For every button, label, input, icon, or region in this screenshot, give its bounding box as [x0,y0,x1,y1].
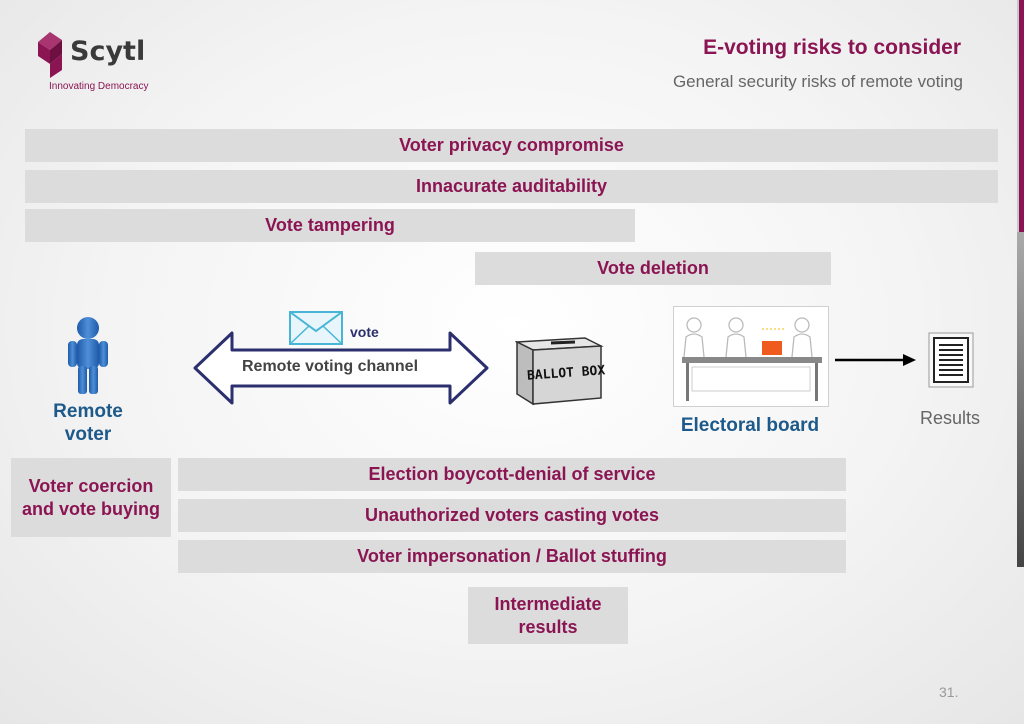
voting-channel-arrow [193,331,489,405]
results-document-icon [928,332,974,388]
envelope-label: vote [350,324,379,340]
results-label: Results [920,408,981,428]
ballot-box-icon [515,337,604,406]
remote-voter-label: Remote voter [53,401,123,445]
page-subtitle: General security risks of remote voting [672,72,963,91]
risk-vote-deletion: Vote deletion [475,252,831,285]
page-title: E-voting risks to consider [703,36,961,59]
scytl-logo-icon [38,32,62,78]
envelope-icon [289,311,343,345]
risk-voter-coercion: Voter coercion and vote buying [11,458,171,537]
brand-logo: Scytl Innovating Democracy [34,30,174,100]
risk-voter-privacy: Voter privacy compromise [25,129,998,162]
side-accent-gray [1017,232,1024,567]
page-number: 31. [939,684,959,700]
side-accent-magenta [1019,0,1024,232]
risk-election-boycott: Election boycott-denial of service [178,458,846,491]
arrow-to-results [835,354,916,366]
risk-intermediate-results: Intermediate results [468,587,628,644]
risk-vote-tampering: Vote tampering [25,209,635,242]
risk-voter-impersonation: Voter impersonation / Ballot stuffing [178,540,846,573]
electoral-board-label: Electoral board [680,415,820,436]
board-members-icon [682,317,822,401]
voter-person-icon [68,317,108,394]
brand-tagline: Innovating Democracy [49,81,149,92]
brand-name: Scytl [70,36,146,67]
risk-unauthorized-voters: Unauthorized voters casting votes [178,499,846,532]
electoral-board-illustration [673,306,829,407]
risk-auditability: Innacurate auditability [25,170,998,203]
channel-label: Remote voting channel [242,358,419,375]
